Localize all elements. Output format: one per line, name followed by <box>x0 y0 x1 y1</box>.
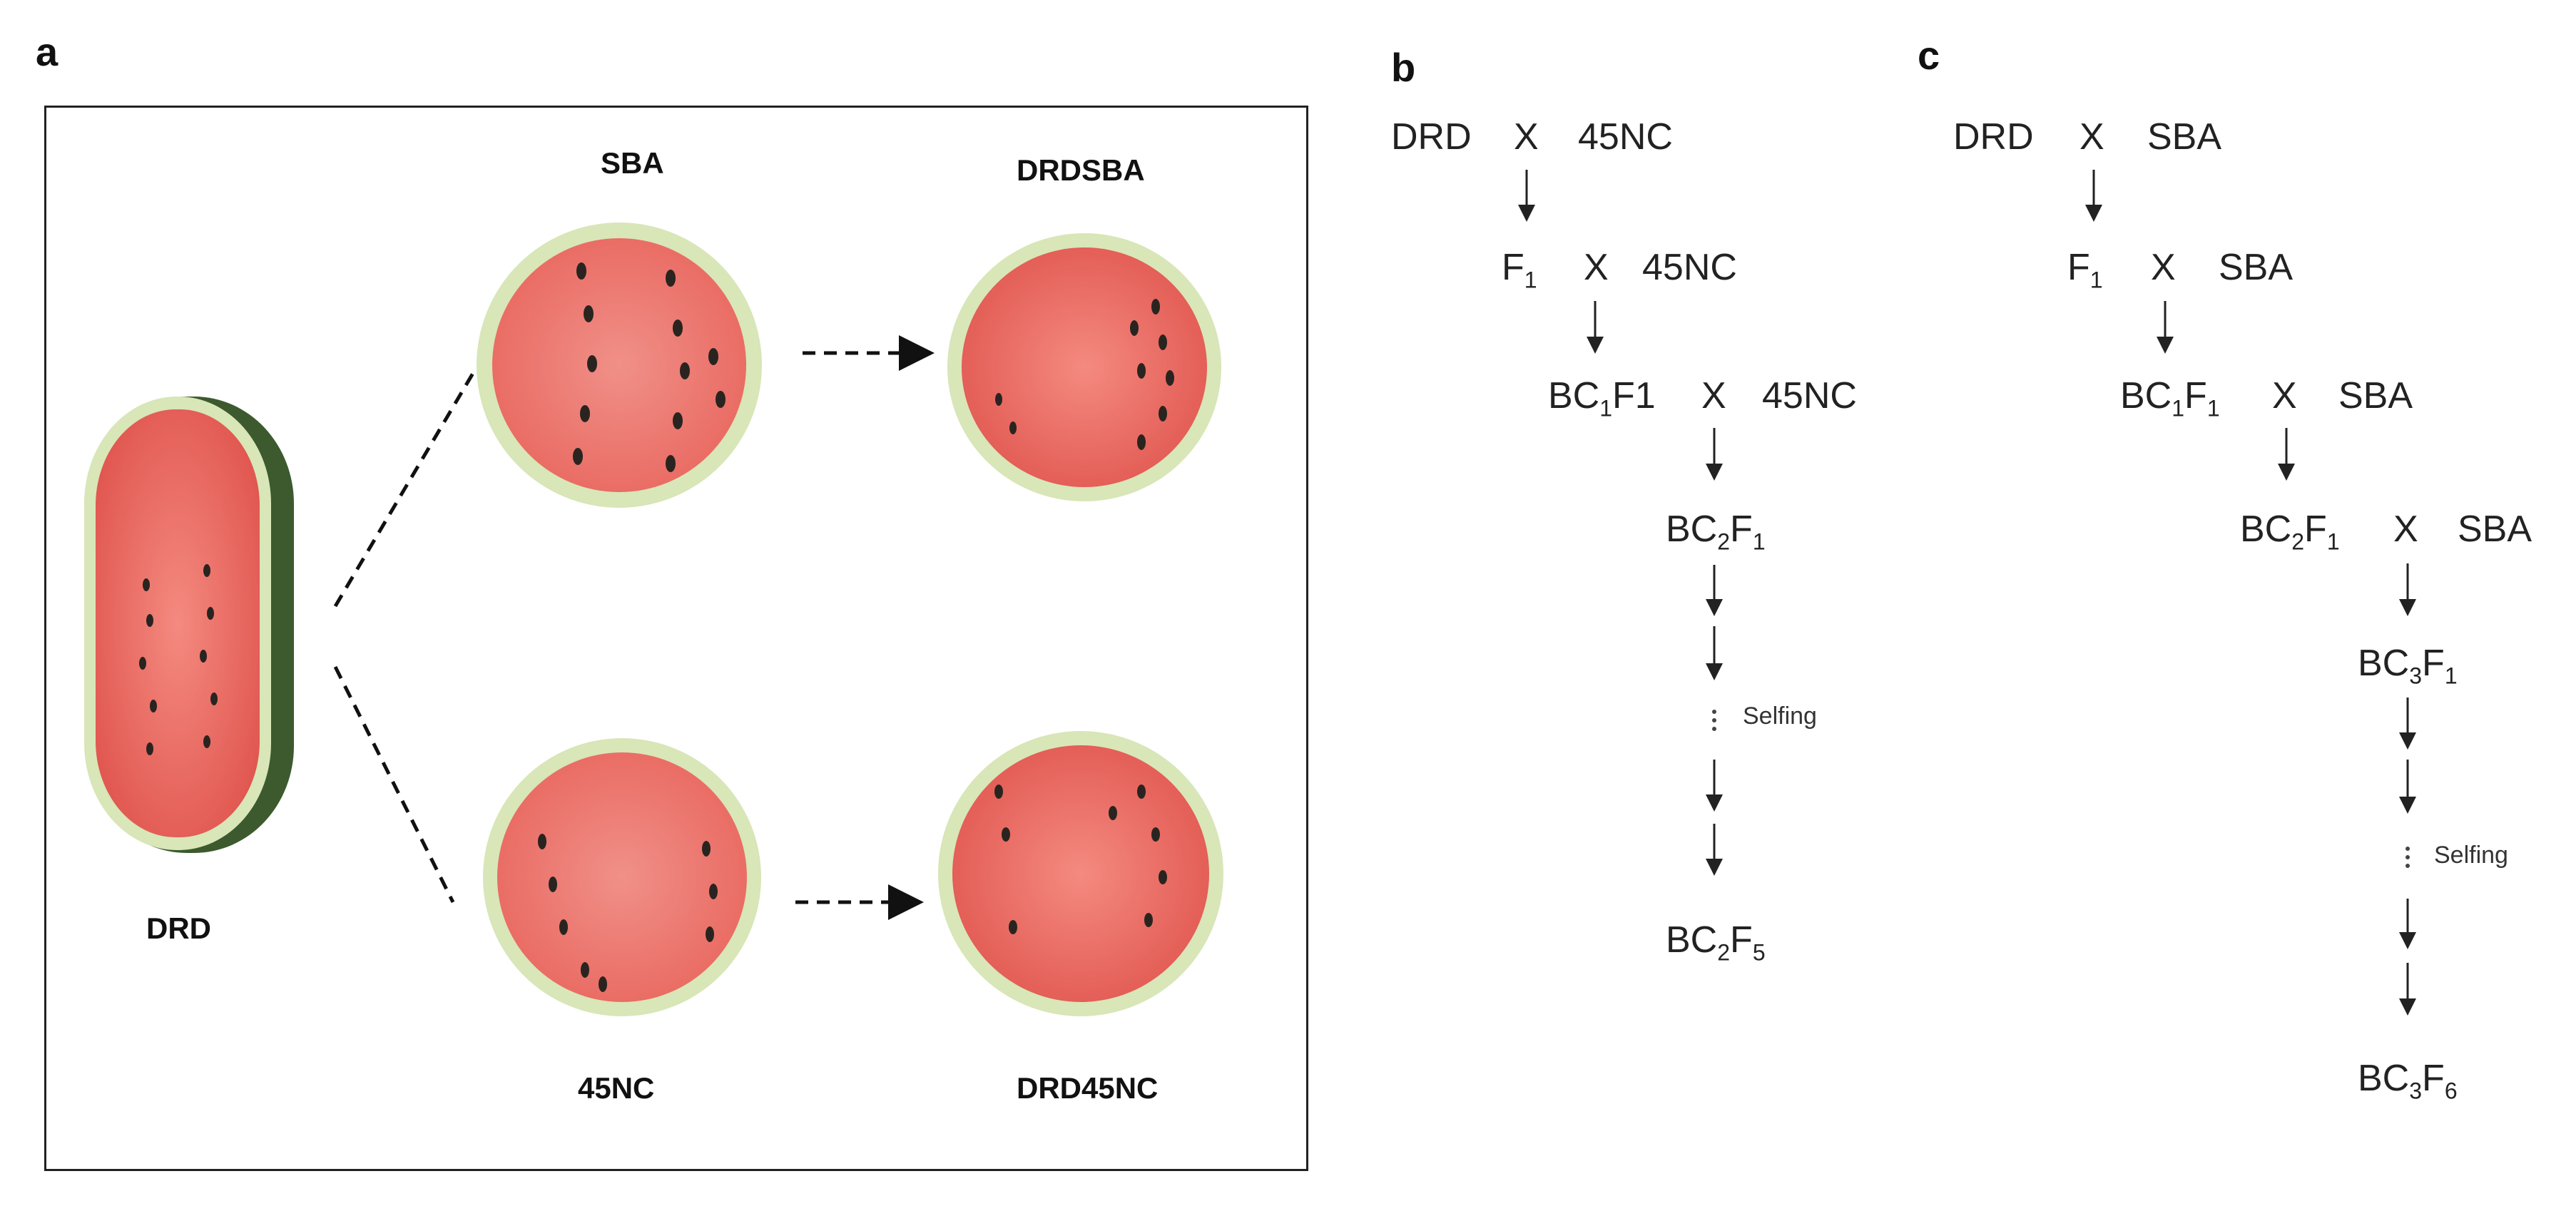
label-drdsba: DRDSBA <box>1017 153 1145 187</box>
panel-c-dots <box>2406 847 2410 868</box>
b-selfing-label: Selfing <box>1743 702 1817 730</box>
panel-c-arrows <box>2085 170 2416 1016</box>
label-sba: SBA <box>601 146 664 180</box>
b-row3-bc1f1: BC1F1 <box>1548 375 1656 421</box>
c-row1-p2: SBA <box>2147 116 2222 158</box>
panel-b-letter: b <box>1391 45 1416 90</box>
c-row4-p2: SBA <box>2458 509 2532 550</box>
c-row5-bc3f1: BC3F1 <box>2358 643 2458 689</box>
b-row2-x: X <box>1584 247 1609 288</box>
label-drd: DRD <box>146 911 211 945</box>
c-row4-x: X <box>2393 509 2418 550</box>
panel-b-dots <box>1712 710 1716 731</box>
panel-c-letter: c <box>1918 33 1940 78</box>
b-row3-p2: 45NC <box>1762 375 1857 417</box>
panel-a-frame <box>44 106 1308 1171</box>
drdsba-watermelon <box>947 233 1221 501</box>
connector-to-45nc <box>333 665 455 904</box>
c-row6-bc3f6: BC3F6 <box>2358 1058 2458 1104</box>
sba-watermelon <box>477 223 762 508</box>
b-row2-f1: F1 <box>1502 247 1537 293</box>
b-row5-bc2f5: BC2F5 <box>1666 919 1766 966</box>
c-row1-x: X <box>2079 116 2104 158</box>
panel-a-letter: a <box>36 29 58 74</box>
c-row3-x: X <box>2272 375 2297 417</box>
drd45nc-watermelon <box>938 731 1223 1016</box>
c-row2-f1: F1 <box>2067 247 2103 293</box>
b-row1-p1: DRD <box>1391 116 1472 158</box>
b-row2-p2: 45NC <box>1642 247 1737 288</box>
c-selfing-label: Selfing <box>2434 842 2508 869</box>
label-45nc: 45NC <box>578 1071 655 1105</box>
c-row3-bc1f1: BC1F1 <box>2120 375 2220 421</box>
panel-b-arrows <box>1518 170 1723 876</box>
c-row2-x: X <box>2151 247 2176 288</box>
b-row3-x: X <box>1701 375 1726 417</box>
nc45-watermelon <box>483 738 761 1016</box>
b-row4-bc2f1: BC2F1 <box>1666 509 1766 555</box>
c-row3-p2: SBA <box>2338 375 2413 417</box>
c-row1-p1: DRD <box>1953 116 2034 158</box>
drd-watermelon <box>84 397 294 853</box>
label-drd45nc: DRD45NC <box>1017 1071 1159 1105</box>
connector-to-sba <box>333 369 477 608</box>
b-row1-p2: 45NC <box>1578 116 1673 158</box>
b-row1-x: X <box>1514 116 1539 158</box>
c-row4-bc2f1: BC2F1 <box>2240 509 2340 555</box>
c-row2-p2: SBA <box>2219 247 2294 288</box>
